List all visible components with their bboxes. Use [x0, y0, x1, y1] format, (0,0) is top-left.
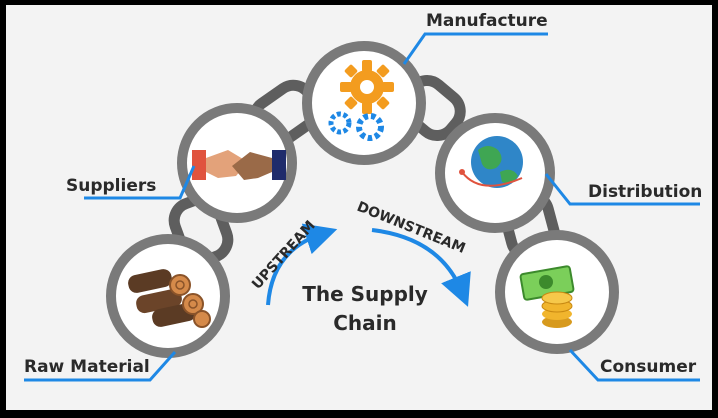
callout-raw-material — [24, 351, 177, 382]
gears-icon — [328, 60, 394, 141]
callout-consumer — [568, 348, 700, 382]
globe-icon — [459, 136, 523, 188]
upstream-arrow — [266, 223, 338, 306]
callout-lines — [24, 32, 700, 382]
label-suppliers: Suppliers — [66, 176, 156, 196]
handshake-icon — [192, 150, 286, 180]
center-title-line2: Chain — [333, 311, 397, 335]
center-title-line1: The Supply — [302, 282, 428, 306]
money-icon — [519, 265, 575, 328]
callout-distribution — [544, 173, 700, 206]
label-consumer: Consumer — [600, 357, 697, 377]
label-raw-material: Raw Material — [24, 357, 150, 377]
label-manufacture: Manufacture — [426, 11, 548, 31]
label-distribution: Distribution — [588, 182, 702, 202]
logs-icon — [128, 269, 211, 328]
callout-suppliers — [84, 165, 196, 200]
callout-manufacture — [402, 32, 548, 65]
downstream-arrow — [371, 228, 471, 307]
